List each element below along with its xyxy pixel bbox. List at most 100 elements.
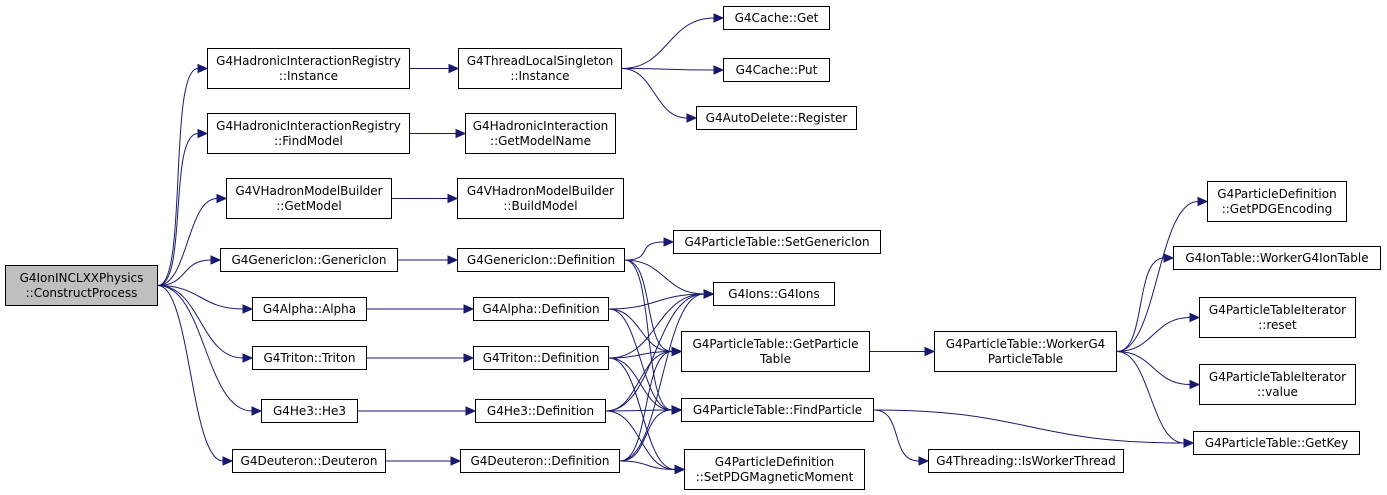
edge-pt_findparticle-to-pt_getkey xyxy=(873,409,1185,444)
edge-alpha_definition-to-ions_g4ions xyxy=(608,293,705,310)
arrowhead-hi_getmodelname xyxy=(455,128,467,139)
edge-triton_definition-to-pd_setpdgmagneticmoment xyxy=(608,357,676,470)
edge-triton_definition-to-ions_g4ions xyxy=(608,293,705,359)
node-g4he3-definition[interactable]: G4He3::Definition xyxy=(475,399,606,423)
arrowhead-ions_g4ions xyxy=(703,289,715,299)
edge-he3_definition-to-pd_setpdgmagneticmoment xyxy=(605,410,676,470)
edge-he3_definition-to-pt_getparticletable xyxy=(605,351,673,412)
edge-alpha_definition-to-pt_getparticletable xyxy=(608,308,673,352)
edge-root-to-triton_triton xyxy=(157,285,244,359)
node-g4hadronicinteraction-getmodelname[interactable]: G4HadronicInteraction::GetModelName xyxy=(465,113,616,154)
node-g4particletableiterator-reset[interactable]: G4ParticleTableIterator::reset xyxy=(1199,297,1356,338)
arrowhead-vhmb_buildmodel xyxy=(447,193,459,204)
arrowhead-deuteron_deuteron xyxy=(222,456,234,466)
arrowhead-hir_findmodel xyxy=(197,128,209,139)
node-g4vhadronmodelbuilder-buildmodel[interactable]: G4VHadronModelBuilder::BuildModel xyxy=(457,178,624,219)
edge-deuteron_definition-to-pt_findparticle xyxy=(619,409,673,462)
arrowhead-pti_reset xyxy=(1189,312,1201,323)
arrowhead-threading_isworkerthread xyxy=(918,456,930,466)
edge-deuteron_definition-to-pt_getparticletable xyxy=(619,351,673,462)
edge-root-to-alpha_alpha xyxy=(157,285,244,310)
edge-pt_workerg4particletable-to-pt_getkey xyxy=(1116,351,1185,444)
edge-root-to-genericion_genericion xyxy=(157,259,212,286)
edge-deuteron_definition-to-pd_setpdgmagneticmoment xyxy=(619,460,676,470)
node-g4iontable-workerg4iontable[interactable]: G4IonTable::WorkerG4IonTable xyxy=(1173,246,1381,270)
arrowhead-he3_he3 xyxy=(251,406,263,416)
arrowhead-pd_getpdgencoding xyxy=(1197,196,1209,207)
edge-root-to-he3_he3 xyxy=(157,285,253,412)
edge-tls_instance-to-cache_get xyxy=(621,17,715,69)
node-g4autodelete-register[interactable]: G4AutoDelete::Register xyxy=(696,106,857,130)
node-g4ioninclxxphysics-constructprocess: G4IonINCLXXPhysics::ConstructProcess xyxy=(5,265,158,306)
arrowhead-pti_value xyxy=(1189,379,1201,390)
arrowhead-triton_definition xyxy=(463,353,475,363)
arrowhead-pt_findparticle xyxy=(671,405,683,415)
edge-he3_definition-to-ions_g4ions xyxy=(605,293,705,412)
node-g4particletable-getkey[interactable]: G4ParticleTable::GetKey xyxy=(1193,431,1360,455)
edge-root-to-hir_findmodel xyxy=(157,133,199,286)
node-g4particletable-setgenericion[interactable]: G4ParticleTable::SetGenericIon xyxy=(673,230,881,254)
edge-tls_instance-to-autodelete_register xyxy=(621,68,688,119)
node-g4hadronicinteractionregistry-instance[interactable]: G4HadronicInteractionRegistry::Instance xyxy=(207,48,410,89)
arrowhead-deuteron_definition xyxy=(450,456,462,466)
edge-genericion_definition-to-pt_findparticle xyxy=(624,259,673,411)
node-g4deuteron-deuteron[interactable]: G4Deuteron::Deuteron xyxy=(232,449,386,473)
node-g4he3-he3[interactable]: G4He3::He3 xyxy=(261,399,358,423)
arrowhead-pd_setpdgmagneticmoment xyxy=(674,464,686,475)
node-g4particletableiterator-value[interactable]: G4ParticleTableIterator::value xyxy=(1199,364,1356,405)
node-g4particletable-findparticle[interactable]: G4ParticleTable::FindParticle xyxy=(681,398,874,422)
edge-triton_definition-to-pt_getparticletable xyxy=(608,351,673,359)
arrowhead-hir_instance xyxy=(197,63,209,74)
edge-root-to-deuteron_deuteron xyxy=(157,285,224,462)
node-g4hadronicinteractionregistry-findmodel[interactable]: G4HadronicInteractionRegistry::FindModel xyxy=(207,113,410,154)
edge-root-to-hir_instance xyxy=(157,68,199,286)
arrowhead-pt_setgenericion xyxy=(663,237,675,247)
node-g4cache-put[interactable]: G4Cache::Put xyxy=(723,58,830,82)
node-g4particledefinition-setpdgmagneticmoment[interactable]: G4ParticleDefinition::SetPDGMagneticMome… xyxy=(684,449,865,490)
edge-genericion_definition-to-pt_setgenericion xyxy=(624,241,665,261)
node-g4alpha-definition[interactable]: G4Alpha::Definition xyxy=(473,297,609,321)
arrowhead-pt_getparticletable xyxy=(671,346,683,357)
node-g4alpha-alpha[interactable]: G4Alpha::Alpha xyxy=(252,297,367,321)
arrowhead-pt_getkey xyxy=(1183,438,1195,448)
arrowhead-pt_workerg4particletable xyxy=(924,346,936,357)
node-g4ions-g4ions[interactable]: G4Ions::G4Ions xyxy=(713,282,835,306)
node-g4vhadronmodelbuilder-getmodel[interactable]: G4VHadronModelBuilder::GetModel xyxy=(226,178,392,219)
edge-genericion_definition-to-pt_getparticletable xyxy=(624,259,673,352)
node-g4triton-triton[interactable]: G4Triton::Triton xyxy=(252,346,367,370)
edge-pt_findparticle-to-threading_isworkerthread xyxy=(873,409,920,462)
edge-he3_definition-to-pt_findparticle xyxy=(605,409,673,412)
node-g4threadlocalsingleton-instance[interactable]: G4ThreadLocalSingleton::Instance xyxy=(458,48,622,89)
node-g4genericion-definition[interactable]: G4GenericIon::Definition xyxy=(457,248,625,272)
node-g4cache-get[interactable]: G4Cache::Get xyxy=(723,6,830,30)
edge-deuteron_definition-to-ions_g4ions xyxy=(619,293,705,462)
arrowhead-triton_triton xyxy=(242,353,254,363)
arrowhead-vhmb_getmodel xyxy=(216,193,228,204)
arrowhead-he3_definition xyxy=(465,406,477,416)
node-g4threading-isworkerthread[interactable]: G4Threading::IsWorkerThread xyxy=(928,449,1124,473)
edge-pt_workerg4particletable-to-pti_value xyxy=(1116,351,1191,385)
arrowhead-autodelete_register xyxy=(686,113,698,123)
edge-pt_workerg4particletable-to-pti_reset xyxy=(1116,317,1191,352)
node-g4triton-definition[interactable]: G4Triton::Definition xyxy=(473,346,609,370)
node-g4genericion-genericion[interactable]: G4GenericIon::GenericIon xyxy=(220,248,398,272)
arrowhead-alpha_alpha xyxy=(242,304,254,314)
arrowhead-alpha_definition xyxy=(463,304,475,314)
arrowhead-iontable_workerg4iontable xyxy=(1163,253,1175,263)
edge-pt_workerg4particletable-to-pd_getpdgencoding xyxy=(1116,201,1199,352)
arrowhead-genericion_definition xyxy=(447,255,459,265)
node-g4deuteron-definition[interactable]: G4Deuteron::Definition xyxy=(460,449,620,473)
arrowhead-cache_put xyxy=(713,65,725,75)
arrowhead-tls_instance xyxy=(448,63,460,74)
node-g4particledefinition-getpdgencoding[interactable]: G4ParticleDefinition::GetPDGEncoding xyxy=(1207,181,1347,222)
edge-pt_workerg4particletable-to-iontable_workerg4iontable xyxy=(1116,257,1165,352)
edge-alpha_definition-to-pt_findparticle xyxy=(608,308,673,411)
edge-tls_instance-to-cache_put xyxy=(621,68,715,71)
arrowhead-cache_get xyxy=(713,13,725,23)
edge-root-to-vhmb_getmodel xyxy=(157,198,218,286)
arrowhead-genericion_genericion xyxy=(210,255,222,265)
edge-genericion_definition-to-ions_g4ions xyxy=(624,259,705,295)
